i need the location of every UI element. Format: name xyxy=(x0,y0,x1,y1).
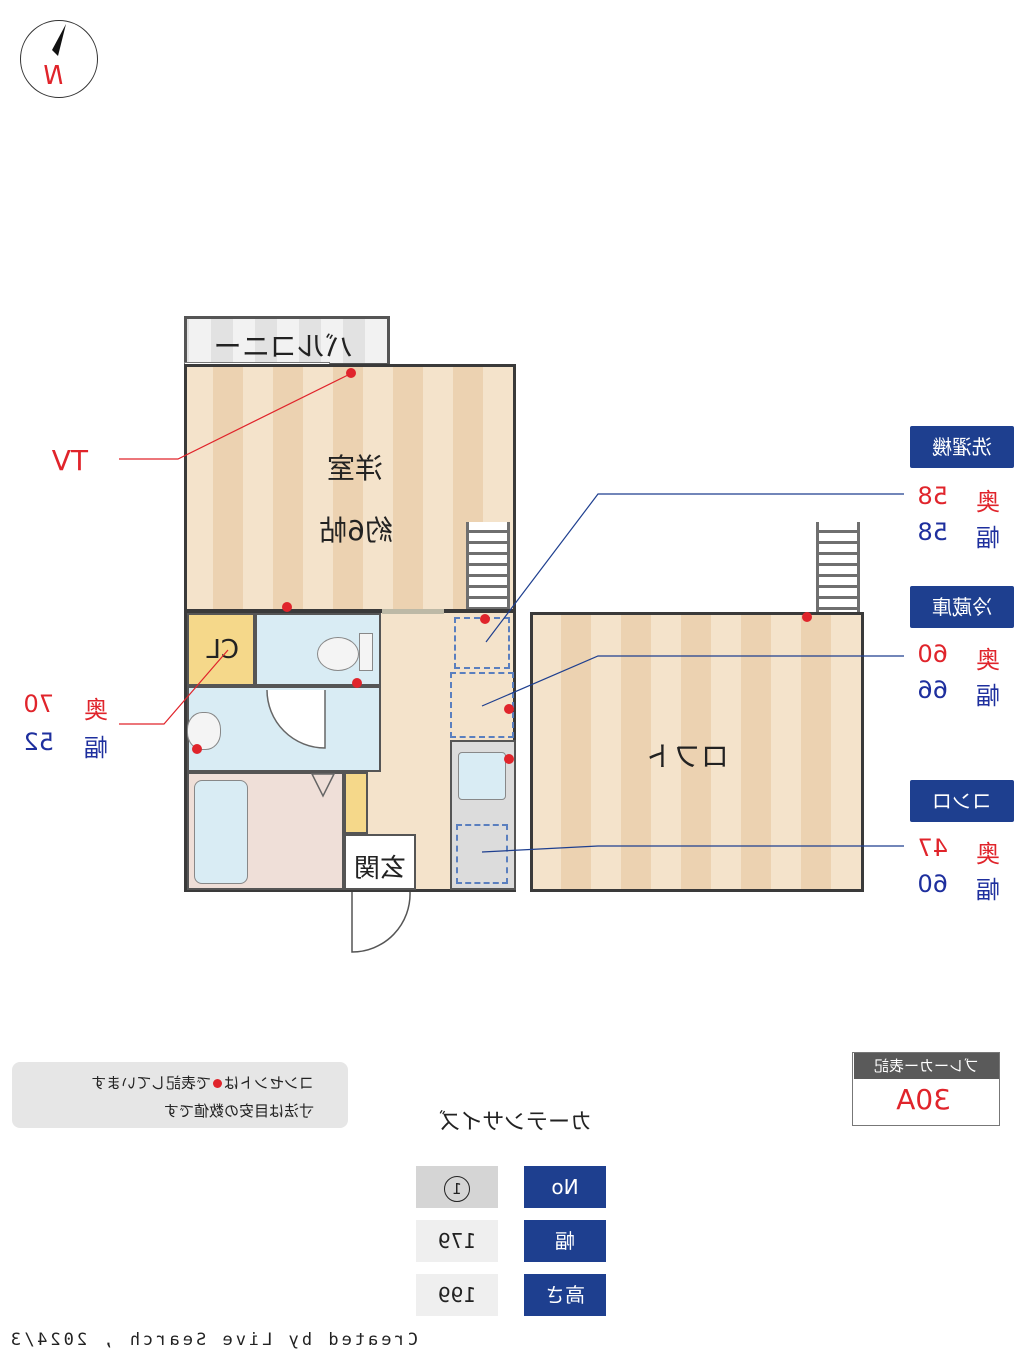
washroom xyxy=(187,686,381,772)
stove-depth-label: 奥 xyxy=(976,840,1000,868)
fridge-depth-label: 奥 xyxy=(976,646,1000,674)
closet-dimensions: 奥 70 幅 52 xyxy=(10,690,120,762)
curtain-title: カーテンサイズ xyxy=(438,1110,592,1135)
fridge-width-value: 66 xyxy=(917,676,948,704)
appliance-washer-tag: 洗濯機 xyxy=(910,426,1014,468)
closet-depth-label: 奥 xyxy=(84,696,108,724)
curtain-row-value-width: 179 xyxy=(416,1220,498,1262)
breaker-label: ブレーカー表記 xyxy=(854,1053,999,1079)
washroom-door-icon xyxy=(266,689,326,749)
washer-width-value: 58 xyxy=(917,518,948,546)
curtain-row-label-height: 高さ xyxy=(524,1274,606,1316)
notes-line-2: 寸法は目安の数値です xyxy=(163,1102,314,1120)
stove-width-value: 60 xyxy=(917,870,948,898)
washer-depth-value: 58 xyxy=(917,482,948,510)
curtain-row-label-width: 幅 xyxy=(524,1220,606,1262)
washer-width-label: 幅 xyxy=(976,524,1000,552)
bathroom-door-icon xyxy=(310,773,336,798)
entrance-door-icon xyxy=(351,891,411,953)
breaker-value: 30A xyxy=(896,1083,951,1116)
closet-width-value: 52 xyxy=(23,728,54,756)
closet-depth-value: 70 xyxy=(23,690,54,718)
notes-line-1-post: で表記しています xyxy=(91,1074,211,1092)
stove-depth-value: 47 xyxy=(917,834,948,862)
footer-credit: Created by Live Search , 2024/3 xyxy=(7,1330,418,1350)
appliance-stove-tag: コンロ xyxy=(910,780,1014,822)
washer-depth-label: 奥 xyxy=(976,488,1000,516)
appliance-washer: 洗濯機 奥 58 幅 58 xyxy=(910,426,1014,556)
compass: N xyxy=(20,20,98,98)
appliance-fridge: 冷蔵庫 奥 60 幅 66 xyxy=(910,586,1014,716)
curtain-number-badge: 1 xyxy=(444,1175,470,1202)
notes-box: コンセントはで表記しています 寸法は目安の数値です xyxy=(12,1062,348,1128)
appliance-stove: コンロ 奥 47 幅 60 xyxy=(910,780,1014,910)
curtain-row-value-height: 199 xyxy=(416,1274,498,1316)
curtain-row-value-no: 1 xyxy=(416,1166,498,1208)
appliance-fridge-tag: 冷蔵庫 xyxy=(910,586,1014,628)
fridge-width-label: 幅 xyxy=(976,682,1000,710)
compass-needle-icon xyxy=(52,23,67,56)
notes-line-1-pre: コンセントは xyxy=(223,1074,314,1092)
outlet-legend-dot-icon xyxy=(212,1079,222,1088)
fridge-depth-value: 60 xyxy=(917,640,948,668)
closet-width-label: 幅 xyxy=(84,734,108,762)
notes-line-1: コンセントはで表記しています xyxy=(91,1072,314,1093)
stove-width-label: 幅 xyxy=(976,876,1000,904)
curtain-row-label-no: No xyxy=(524,1166,606,1208)
breaker-box: ブレーカー表記 30A xyxy=(852,1052,1000,1126)
tv-label: TV xyxy=(51,444,88,477)
